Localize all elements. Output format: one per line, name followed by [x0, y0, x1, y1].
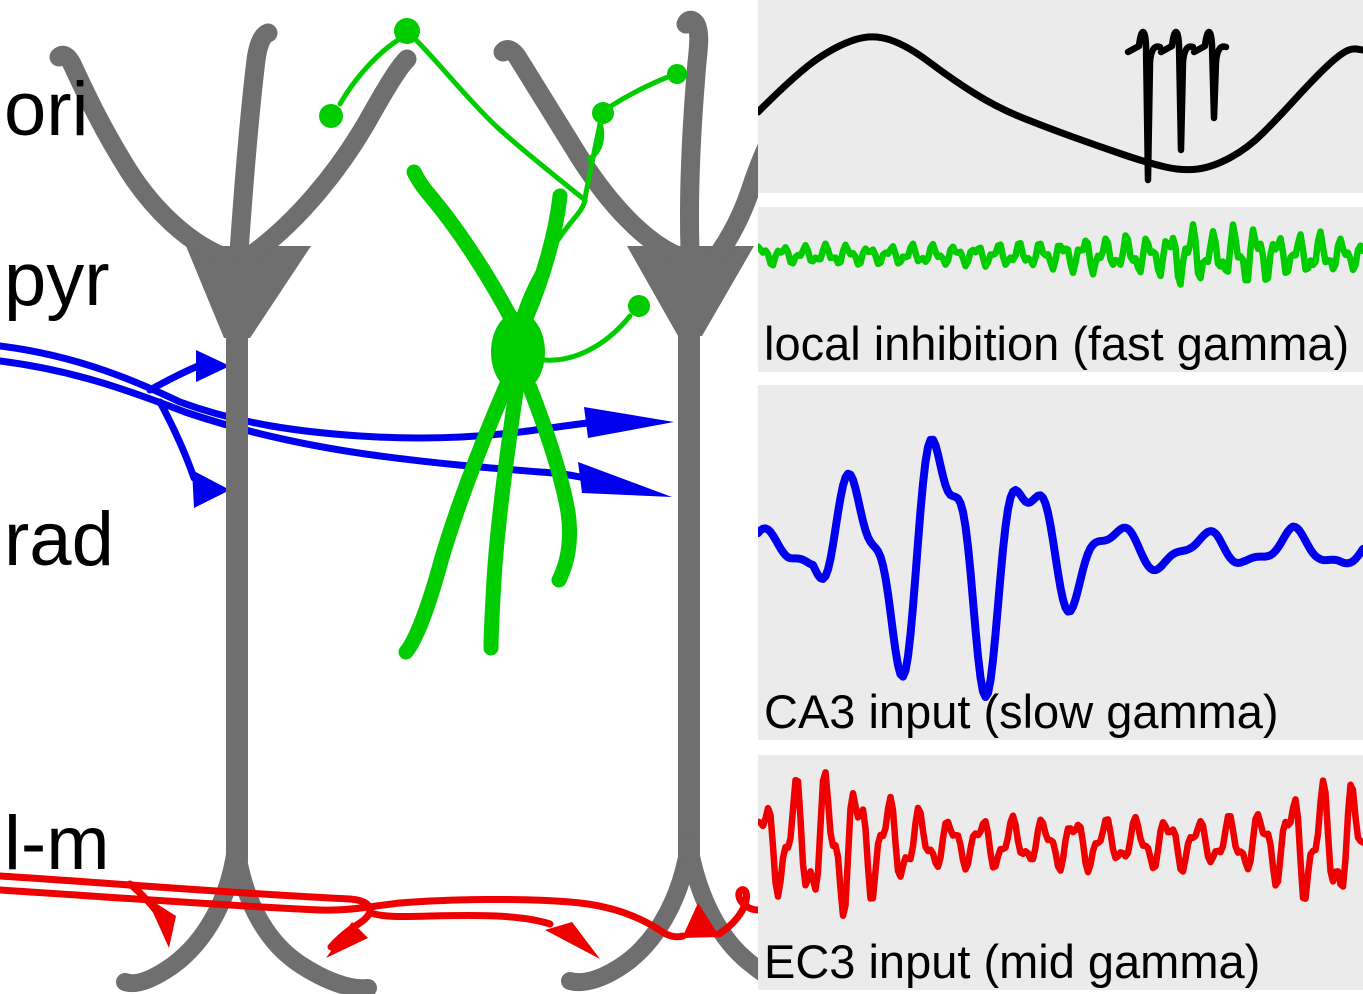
interneuron-axon: [605, 74, 671, 111]
interneuron: [319, 18, 687, 660]
circuit-diagram: [0, 10, 758, 994]
panel-theta-trace: [758, 0, 1363, 193]
ec3-axon-lower: [0, 886, 687, 941]
interneuron-axon: [517, 197, 588, 315]
pyramidal-soma: [186, 246, 311, 338]
synaptic-bouton: [628, 295, 650, 317]
interneuron-axon: [586, 119, 605, 162]
fast-gamma-label: local inhibition (fast gamma): [764, 316, 1350, 370]
interneuron-dendrite-down-right: [522, 380, 578, 588]
slow-gamma-wave: [758, 435, 1363, 701]
tuft-branch-left: [116, 839, 245, 993]
ca3-synapse-terminal: [192, 470, 230, 508]
spike: [1124, 28, 1164, 184]
ca3-synapse-terminal: [196, 350, 230, 382]
panel-mid-gamma: EC3 input (mid gamma): [758, 755, 1363, 990]
layer-label-ori: ori: [4, 67, 89, 152]
theta-trace-plot: [758, 28, 1363, 184]
synaptic-bouton: [667, 64, 687, 84]
ec3-synapse-terminal: [682, 903, 720, 938]
slow-gamma-plot: [758, 435, 1363, 701]
pyramidal-soma: [627, 246, 754, 336]
ca3-axon-lower: [0, 357, 584, 481]
basal-dendrite-right: [237, 49, 417, 268]
interneuron-dendrite-down-middle: [483, 384, 524, 656]
fast-gamma-plot: [758, 221, 1363, 288]
panel-fast-gamma: local inhibition (fast gamma): [758, 207, 1363, 372]
mid-gamma-plot: [758, 769, 1363, 919]
ca3-synapse-terminal: [578, 462, 672, 497]
ec3-synapse-terminal: [545, 922, 600, 959]
interneuron-axon: [541, 313, 633, 363]
layer-label-rad: rad: [4, 497, 114, 582]
basal-dendrite-right: [704, 143, 758, 270]
fast-gamma-wave: [758, 221, 1363, 288]
ec3-axon-upper-continue: [367, 909, 554, 928]
interneuron-axon: [582, 121, 603, 201]
interneuron-dendrite-up-left: [406, 164, 520, 328]
interneuron-axon: [413, 37, 588, 203]
spike: [1157, 28, 1197, 154]
panel-slow-gamma: CA3 input (slow gamma): [758, 385, 1363, 740]
spike-waveforms: [1124, 28, 1230, 184]
interneuron-dendrite-up-right: [518, 188, 568, 326]
basal-dendrite-left: [49, 45, 242, 270]
spike: [1190, 28, 1230, 122]
synaptic-bouton: [394, 18, 420, 44]
tuft-branch-left: [561, 837, 698, 991]
ec3-synapse-terminal: [146, 897, 176, 948]
tuft-branch-right: [680, 837, 758, 981]
synaptic-bouton: [319, 104, 343, 128]
ec3-axons: [0, 872, 758, 959]
tuft-branch-right: [227, 839, 377, 994]
ec3-synapse-terminal: [326, 922, 368, 958]
interneuron-dendrite-down-left: [398, 376, 515, 660]
layer-label-lm: l-m: [4, 801, 110, 886]
mid-gamma-label: EC3 input (mid gamma): [764, 934, 1261, 988]
ca3-axon-branch-down: [156, 398, 198, 482]
interneuron-soma: [491, 312, 545, 392]
basal-dendrite-middle: [229, 23, 278, 262]
ec3-axon-loop: [715, 886, 758, 938]
mid-gamma-wave: [758, 769, 1363, 919]
pyramidal-neuron-left: [49, 23, 417, 994]
layer-label-pyr: pyr: [4, 237, 110, 322]
basal-dendrite-middle: [676, 10, 709, 260]
slow-gamma-label: CA3 input (slow gamma): [764, 684, 1279, 738]
ca3-axon-branch-up: [146, 362, 202, 394]
ca3-axon-upper: [0, 342, 592, 442]
theta-wave: [758, 33, 1363, 174]
synaptic-bouton: [592, 102, 614, 124]
pyramidal-neuron-right: [493, 10, 758, 991]
ca3-synapse-terminal: [584, 407, 674, 438]
basal-dendrite-left: [493, 40, 688, 266]
ca3-axons: [0, 342, 674, 508]
